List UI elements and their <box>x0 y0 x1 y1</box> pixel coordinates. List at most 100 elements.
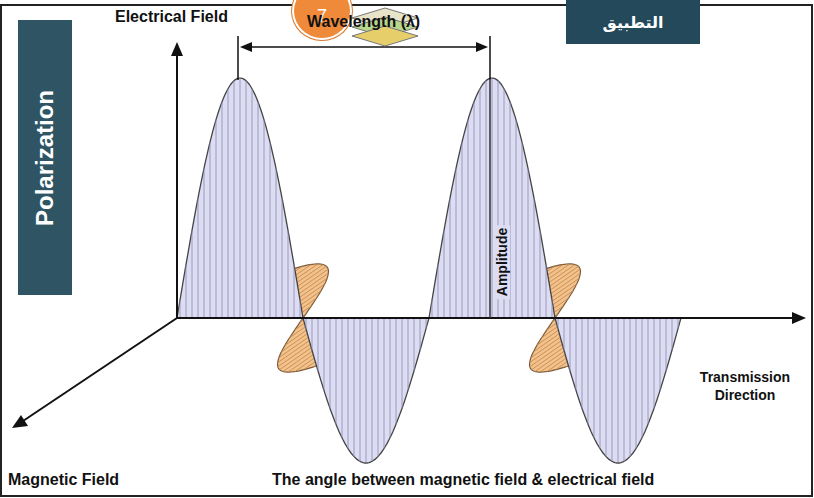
arrowhead <box>792 312 806 324</box>
waves <box>177 78 681 463</box>
hatch-line <box>252 89 253 318</box>
hatch-line <box>312 318 313 350</box>
electric-axis <box>176 52 178 318</box>
hatch-line <box>300 300 301 318</box>
hatch-line <box>456 168 457 318</box>
hatch-line <box>432 300 433 318</box>
hatch-line <box>180 300 181 318</box>
hatch-line <box>318 318 319 371</box>
hatch-line <box>618 318 619 463</box>
tick <box>489 36 491 80</box>
arrowhead <box>12 415 28 428</box>
side-band: Polarization <box>18 20 72 295</box>
hatch-line <box>294 265 295 318</box>
hatch-line <box>396 318 397 424</box>
axes <box>12 42 806 428</box>
hatch-line <box>672 318 673 350</box>
hatch-line <box>492 78 493 318</box>
hatch-line <box>588 318 589 424</box>
hatch-line <box>552 300 553 318</box>
hatch-line <box>444 230 445 318</box>
hatch-line <box>408 318 409 391</box>
hatch-line <box>234 81 235 318</box>
hatch-line <box>576 318 577 391</box>
tick <box>237 36 239 80</box>
hatch-line <box>516 120 517 318</box>
hatch-line <box>264 120 265 318</box>
dimension-line <box>248 46 480 48</box>
arrowhead <box>171 42 183 56</box>
magnetic-axis <box>20 318 177 423</box>
hatch-line <box>402 318 403 408</box>
hatch-line <box>360 318 361 461</box>
wavelength-marker <box>238 36 490 318</box>
hatch-line <box>480 89 481 318</box>
dimension-label: Wavelength (λ) <box>307 13 420 31</box>
hatch-line <box>420 318 421 350</box>
hatch-line <box>594 318 595 438</box>
hatch-line <box>348 318 349 449</box>
hatch-line <box>306 318 307 329</box>
hatch-line <box>324 318 325 391</box>
electric-wave <box>177 78 681 463</box>
hatch-line <box>612 318 613 461</box>
hatch-line <box>462 142 463 318</box>
hatch-line <box>654 318 655 408</box>
hatch-line <box>534 198 535 318</box>
hatch-line <box>246 81 247 318</box>
hatch-line <box>636 318 637 449</box>
hatch-line <box>378 318 379 457</box>
hatch-line <box>486 81 487 318</box>
hatch-line <box>522 142 523 318</box>
hatch-line <box>270 142 271 318</box>
hatch-line <box>288 230 289 318</box>
frame <box>1 5 812 496</box>
hatch-line <box>330 318 331 408</box>
hatch-line <box>228 89 229 318</box>
hatch-line <box>648 318 649 424</box>
hatch-line <box>414 318 415 371</box>
axis-label: Electrical Field <box>115 8 228 26</box>
hatch-line <box>660 318 661 391</box>
hatch-line <box>438 265 439 318</box>
hatch-line <box>606 318 607 457</box>
hatch-line <box>570 318 571 371</box>
arrowhead <box>476 42 488 52</box>
hatch-line <box>426 318 427 329</box>
hatch-line <box>198 198 199 318</box>
hatch-line <box>336 318 337 424</box>
hatch-line <box>666 318 667 371</box>
transmission-axis <box>177 317 795 319</box>
hatch-line <box>216 120 217 318</box>
amplitude-label: Amplitude <box>494 225 510 299</box>
arrowhead <box>240 42 252 52</box>
hatch-line <box>528 168 529 318</box>
hatch-line <box>204 168 205 318</box>
hatch-line <box>282 198 283 318</box>
hatch-line <box>540 230 541 318</box>
node-text: التطبيق <box>566 13 700 32</box>
hatch-line <box>582 318 583 408</box>
section-tab: التطبيق <box>566 0 700 44</box>
amplitude-line <box>489 80 491 318</box>
hatch-line <box>630 318 631 457</box>
hatch-line <box>624 318 625 461</box>
hatch-line <box>600 318 601 449</box>
caption-note: The angle between magnetic field & elect… <box>272 471 654 489</box>
hatch-line <box>258 102 259 318</box>
hatch-line <box>390 318 391 438</box>
hatch-line <box>240 78 241 318</box>
hatch-line <box>558 318 559 329</box>
hatch-line <box>276 168 277 318</box>
node-text: Polarization <box>31 89 59 225</box>
hatch-line <box>546 265 547 318</box>
hatch-line <box>354 318 355 457</box>
hatch-line <box>186 265 187 318</box>
hatch-line <box>342 318 343 438</box>
hatch-line <box>372 318 373 461</box>
hatch-line <box>642 318 643 438</box>
hatch-line <box>210 142 211 318</box>
hatch-line <box>192 230 193 318</box>
hatch-line <box>222 102 223 318</box>
